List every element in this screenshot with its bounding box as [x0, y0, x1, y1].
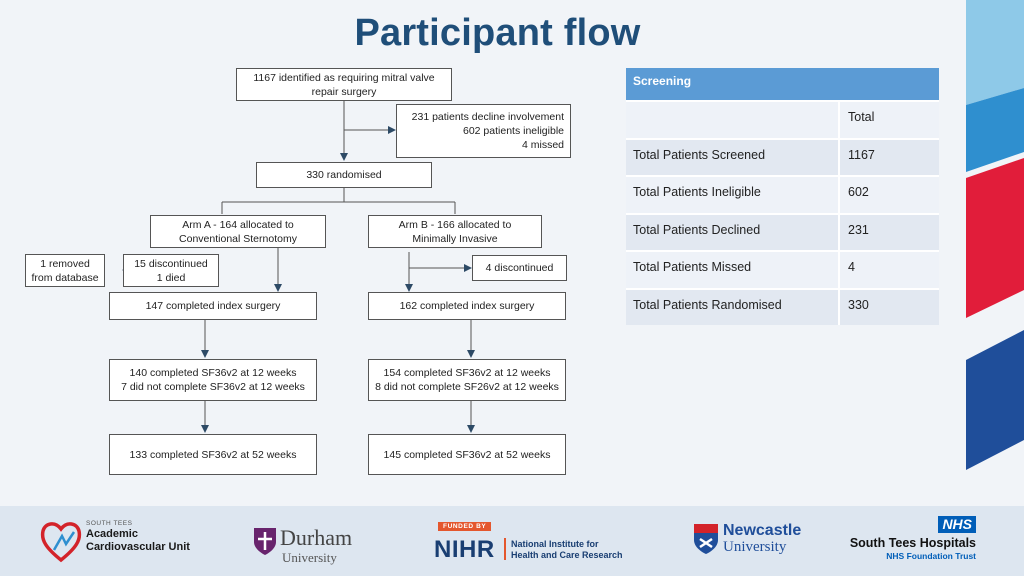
row-label: Total Patients Screened: [626, 139, 838, 175]
durham-crest-icon: [254, 528, 276, 555]
arm-a-index-label: 147 completed index surgery: [145, 300, 281, 312]
randomised-box: 330 randomised: [256, 162, 432, 188]
nihr-text-2: Health and Care Research: [511, 550, 623, 560]
newcastle-name: Newcastle: [723, 522, 802, 539]
page-title: Participant flow: [354, 12, 641, 54]
removed-line-2: from database: [31, 271, 99, 284]
nihr-logo: FUNDED BY NIHR National Institute for He…: [434, 522, 634, 566]
arm-a-52wk-box: 133 completed SF36v2 at 52 weeks: [109, 434, 317, 475]
newcastle-university: University: [723, 539, 787, 555]
table-row: Total Patients Screened 1167: [626, 137, 939, 175]
table-row: Total Patients Declined 231: [626, 212, 939, 250]
excluded-line-3: 4 missed: [521, 139, 564, 151]
south-tees-small: SOUTH TEES: [86, 520, 133, 527]
arm-a-discontinued-box: 15 discontinued 1 died: [123, 254, 219, 287]
removed-box: 1 removed from database: [25, 254, 105, 287]
footer-logo-bar: SOUTH TEES Academic Cardiovascular Unit …: [0, 506, 1024, 576]
durham-university: University: [282, 550, 337, 565]
arm-b-discontinued-label: 4 discontinued: [485, 262, 554, 274]
south-tees-hospitals-name: South Tees Hospitals: [849, 536, 976, 550]
excluded-box: 231 patients decline involvement 602 pat…: [396, 104, 571, 158]
arm-b-52wk-box: 145 completed SF36v2 at 52 weeks: [368, 434, 566, 475]
table-row: Total Patients Missed 4: [626, 250, 939, 288]
row-label: Total Patients Ineligible: [626, 177, 838, 213]
arm-a-12wk-line-2: 7 did not complete SF36v2 at 12 weeks: [121, 381, 305, 393]
table-row: Total Patients Randomised 330: [626, 287, 939, 325]
row-value: 330: [838, 289, 939, 325]
arm-b-12wk-line-2: 8 did not complete SF26v2 at 12 weeks: [375, 381, 559, 393]
arm-a-line-2: Conventional Sternotomy: [179, 232, 297, 245]
row-value: 231: [838, 214, 939, 250]
excluded-line-2: 602 patients ineligible: [463, 125, 564, 137]
removed-line-1: 1 removed: [40, 257, 90, 270]
durham-university-logo: Durham University: [252, 524, 362, 572]
row-value: 602: [838, 177, 939, 213]
arm-b-52wk-label: 145 completed SF36v2 at 52 weeks: [383, 448, 551, 461]
newcastle-university-logo: Newcastle University: [692, 520, 802, 564]
row-label: Total Patients Declined: [626, 214, 838, 250]
arm-a-12wk-box: 140 completed SF36v2 at 12 weeks 7 did n…: [109, 359, 317, 401]
table-row: Total Patients Ineligible 602: [626, 175, 939, 213]
arm-a-discontinued-line-2: 1 died: [156, 271, 186, 284]
acu-cardiovascular: Cardiovascular Unit: [86, 541, 190, 553]
identified-line-1: 1167 identified as requiring mitral valv…: [253, 71, 435, 84]
south-tees-acu-logo: SOUTH TEES Academic Cardiovascular Unit: [40, 518, 190, 566]
arm-a-box: Arm A - 164 allocated to Conventional St…: [150, 215, 326, 248]
randomised-label: 330 randomised: [306, 169, 382, 181]
arm-a-discontinued-line-1: 15 discontinued: [134, 257, 208, 270]
arm-b-discontinued-box: 4 discontinued: [472, 255, 567, 281]
acu-academic: Academic: [86, 528, 138, 540]
excluded-line-1: 231 patients decline involvement: [411, 111, 564, 123]
arm-b-12wk-line-1: 154 completed SF36v2 at 12 weeks: [383, 367, 551, 379]
row-label: Total Patients Randomised: [626, 289, 838, 325]
identified-line-2: repair surgery: [311, 85, 377, 98]
screening-table: Screening Total Total Patients Screened …: [626, 68, 939, 325]
arm-b-line-1: Arm B - 166 allocated to: [398, 218, 512, 231]
heart-icon: [40, 522, 82, 563]
arm-b-12wk-box: 154 completed SF36v2 at 12 weeks 8 did n…: [368, 359, 566, 401]
arm-a-52wk-label: 133 completed SF36v2 at 52 weeks: [129, 448, 297, 461]
row-label: Total Patients Missed: [626, 252, 838, 288]
arm-b-line-2: Minimally Invasive: [412, 232, 498, 245]
nihr-name: NIHR: [434, 536, 495, 563]
arm-b-index-label: 162 completed index surgery: [399, 300, 535, 312]
total-column-header: Total: [838, 102, 939, 138]
south-tees-hospitals-logo: NHS South Tees Hospitals NHS Foundation …: [850, 516, 980, 566]
table-cell: [626, 102, 838, 138]
durham-name: Durham: [280, 525, 353, 550]
nihr-text-1: National Institute for: [511, 539, 599, 549]
nhs-badge: NHS: [938, 516, 976, 533]
screening-table-header: Screening: [626, 68, 939, 100]
funded-by-label: FUNDED BY: [438, 522, 492, 531]
table-row: Total: [626, 100, 939, 138]
arm-a-12wk-line-1: 140 completed SF36v2 at 12 weeks: [129, 367, 297, 379]
arm-a-index-box: 147 completed index surgery: [109, 292, 317, 320]
arm-b-box: Arm B - 166 allocated to Minimally Invas…: [368, 215, 542, 248]
nhs-trust-name: NHS Foundation Trust: [886, 551, 976, 561]
newcastle-crest-icon: [694, 524, 718, 554]
arm-b-index-box: 162 completed index surgery: [368, 292, 566, 320]
arm-a-line-1: Arm A - 164 allocated to: [182, 218, 294, 231]
identified-box: 1167 identified as requiring mitral valv…: [236, 68, 452, 101]
nihr-divider: [504, 538, 506, 560]
row-value: 4: [838, 252, 939, 288]
row-value: 1167: [838, 139, 939, 175]
